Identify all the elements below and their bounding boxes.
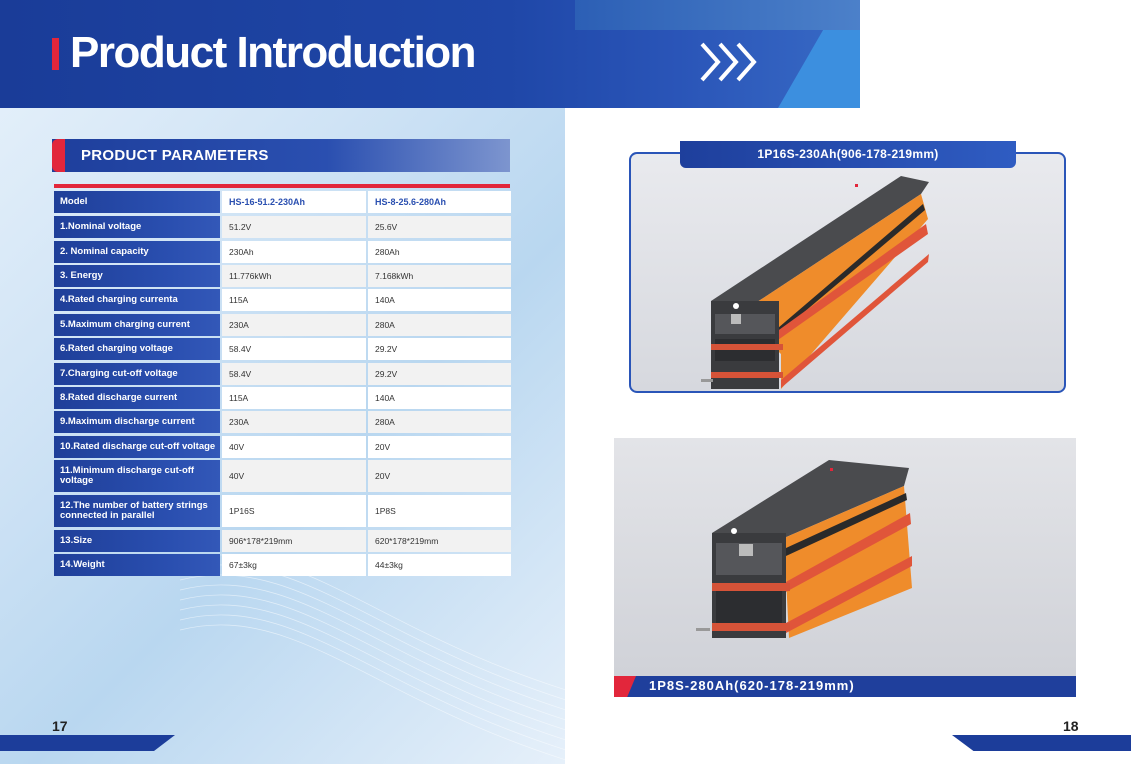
table-cell: 115A [222, 289, 366, 311]
table-cell: 230A [222, 411, 366, 433]
section-accent [52, 139, 65, 172]
product-label-1p16s: 1P16S-230Ah(906-178-219mm) [757, 147, 939, 161]
section-title: PRODUCT PARAMETERS [81, 147, 269, 164]
table-cell-label: 9.Maximum discharge current [54, 411, 220, 433]
table-row: 5.Maximum charging current 230A 280A [54, 314, 511, 336]
header-white-corner [860, 0, 1131, 108]
page-number-right: 18 [1063, 718, 1079, 734]
table-row: 6.Rated charging voltage 58.4V 29.2V [54, 338, 511, 360]
table-row: 9.Maximum discharge current 230A 280A [54, 411, 511, 433]
table-cell: 7.168kWh [368, 265, 511, 287]
table-cell-label: 1.Nominal voltage [54, 216, 220, 238]
product-card-1p8s [614, 438, 1076, 676]
table-cell-label: 11.Minimum discharge cut-off voltage [54, 460, 220, 492]
table-cell-label: 13.Size [54, 530, 220, 552]
table-cell: 280Ah [368, 241, 511, 263]
table-cell: 1P16S [222, 495, 366, 527]
product-card-1p16s [629, 152, 1066, 393]
table-header-row: Model HS-16-51.2-230Ah HS-8-25.6-280Ah [54, 191, 511, 213]
table-cell: 29.2V [368, 363, 511, 385]
table-cell: 906*178*219mm [222, 530, 366, 552]
table-row: 7.Charging cut-off voltage 58.4V 29.2V [54, 363, 511, 385]
table-cell: 11.776kWh [222, 265, 366, 287]
product-label-1p8s: 1P8S-280Ah(620-178-219mm) [649, 678, 855, 693]
battery-image-1p16s [701, 176, 929, 389]
table-cell-label: 4.Rated charging currenta [54, 289, 220, 311]
table-cell-label: 12.The number of battery strings connect… [54, 495, 220, 527]
table-cell-label: 8.Rated discharge current [54, 387, 220, 409]
table-row: 10.Rated discharge cut-off voltage 40V 2… [54, 436, 511, 458]
table-header-cell: Model [54, 191, 220, 213]
table-cell-label: 2. Nominal capacity [54, 241, 220, 263]
table-cell: 230Ah [222, 241, 366, 263]
table-cell: 20V [368, 436, 511, 458]
table-cell: 230A [222, 314, 366, 336]
table-cell: 29.2V [368, 338, 511, 360]
battery-image-1p8s [696, 460, 912, 638]
table-cell: 140A [368, 289, 511, 311]
table-row: 14.Weight 67±3kg 44±3kg [54, 554, 511, 576]
footer-band-right [952, 735, 1131, 751]
page-title: Product Introduction [70, 28, 477, 77]
table-row: 3. Energy 11.776kWh 7.168kWh [54, 265, 511, 287]
chevrons-icon [700, 42, 757, 82]
table-cell: 620*178*219mm [368, 530, 511, 552]
table-row: 1.Nominal voltage 51.2V 25.6V [54, 216, 511, 238]
table-cell-label: 14.Weight [54, 554, 220, 576]
table-header-cell: HS-16-51.2-230Ah [222, 191, 366, 213]
band-accent [614, 676, 636, 697]
table-cell-label: 6.Rated charging voltage [54, 338, 220, 360]
table-row: 2. Nominal capacity 230Ah 280Ah [54, 241, 511, 263]
section-header: PRODUCT PARAMETERS [52, 139, 510, 172]
table-row: 11.Minimum discharge cut-off voltage 40V… [54, 460, 511, 492]
title-accent-bar [52, 38, 59, 70]
table-cell: 140A [368, 387, 511, 409]
table-cell: 51.2V [222, 216, 366, 238]
table-row: 12.The number of battery strings connect… [54, 495, 511, 527]
table-cell-label: 7.Charging cut-off voltage [54, 363, 220, 385]
table-cell: 67±3kg [222, 554, 366, 576]
product-label-tab-1p16s: 1P16S-230Ah(906-178-219mm) [680, 141, 1016, 168]
table-top-divider [54, 184, 510, 188]
footer-band-left [0, 735, 175, 751]
page-number-left: 17 [52, 718, 68, 734]
table-cell-label: 10.Rated discharge cut-off voltage [54, 436, 220, 458]
table-cell: 115A [222, 387, 366, 409]
table-cell-label: 5.Maximum charging current [54, 314, 220, 336]
table-header-cell: HS-8-25.6-280Ah [368, 191, 511, 213]
page-header: Product Introduction [0, 0, 1131, 108]
table-cell: 280A [368, 314, 511, 336]
table-cell: 40V [222, 436, 366, 458]
table-cell: 25.6V [368, 216, 511, 238]
table-row: 8.Rated discharge current 115A 140A [54, 387, 511, 409]
table-row: 4.Rated charging currenta 115A 140A [54, 289, 511, 311]
table-cell: 280A [368, 411, 511, 433]
table-cell: 58.4V [222, 338, 366, 360]
table-cell: 58.4V [222, 363, 366, 385]
table-cell: 40V [222, 460, 366, 492]
table-cell: 20V [368, 460, 511, 492]
table-cell: 44±3kg [368, 554, 511, 576]
table-cell: 1P8S [368, 495, 511, 527]
table-row: 13.Size 906*178*219mm 620*178*219mm [54, 530, 511, 552]
table-cell-label: 3. Energy [54, 265, 220, 287]
product-label-band-1p8s: 1P8S-280Ah(620-178-219mm) [614, 676, 1076, 697]
